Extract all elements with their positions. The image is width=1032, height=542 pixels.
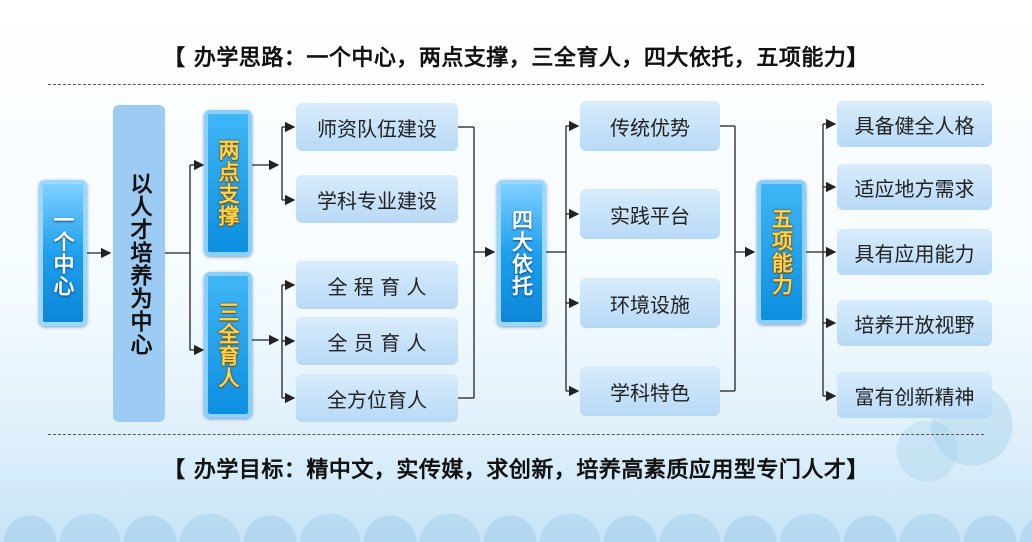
page-title: 【 办学思路：一个中心，两点支撑，三全育人，四大依托，五项能力】 [163, 46, 869, 71]
four-reliance-node: 四大依托 [497, 180, 546, 326]
top-divider [48, 84, 984, 85]
ability-item: 具备健全人格 [837, 101, 992, 147]
education-item: 全 程 育 人 [296, 261, 458, 309]
bottom-divider [48, 434, 984, 435]
three-education-node: 三全育人 [204, 272, 252, 418]
two-supports-node: 两点支撑 [204, 110, 252, 256]
reliance-item: 学科特色 [580, 366, 720, 416]
ability-item: 富有创新精神 [837, 372, 992, 418]
reliance-item: 传统优势 [580, 101, 720, 151]
reliance-item: 环境设施 [580, 278, 720, 328]
support-item: 师资队伍建设 [296, 103, 458, 151]
education-item: 全 员 育 人 [296, 317, 458, 365]
education-item: 全方位育人 [296, 374, 458, 422]
page-goal: 【 办学目标：精中文，实传媒，求创新，培养高素质应用型专门人才】 [163, 458, 869, 483]
five-abilities-node: 五项能力 [757, 180, 806, 324]
reliance-item: 实践平台 [580, 189, 720, 239]
center-node: 一个中心 [39, 180, 87, 326]
core-node: 以人才培养为中心 [113, 105, 165, 422]
ability-item: 具有应用能力 [837, 229, 992, 275]
wave-decoration [0, 472, 1032, 542]
support-item: 学科专业建设 [296, 175, 458, 223]
ability-item: 适应地方需求 [837, 164, 992, 210]
ability-item: 培养开放视野 [837, 300, 992, 346]
